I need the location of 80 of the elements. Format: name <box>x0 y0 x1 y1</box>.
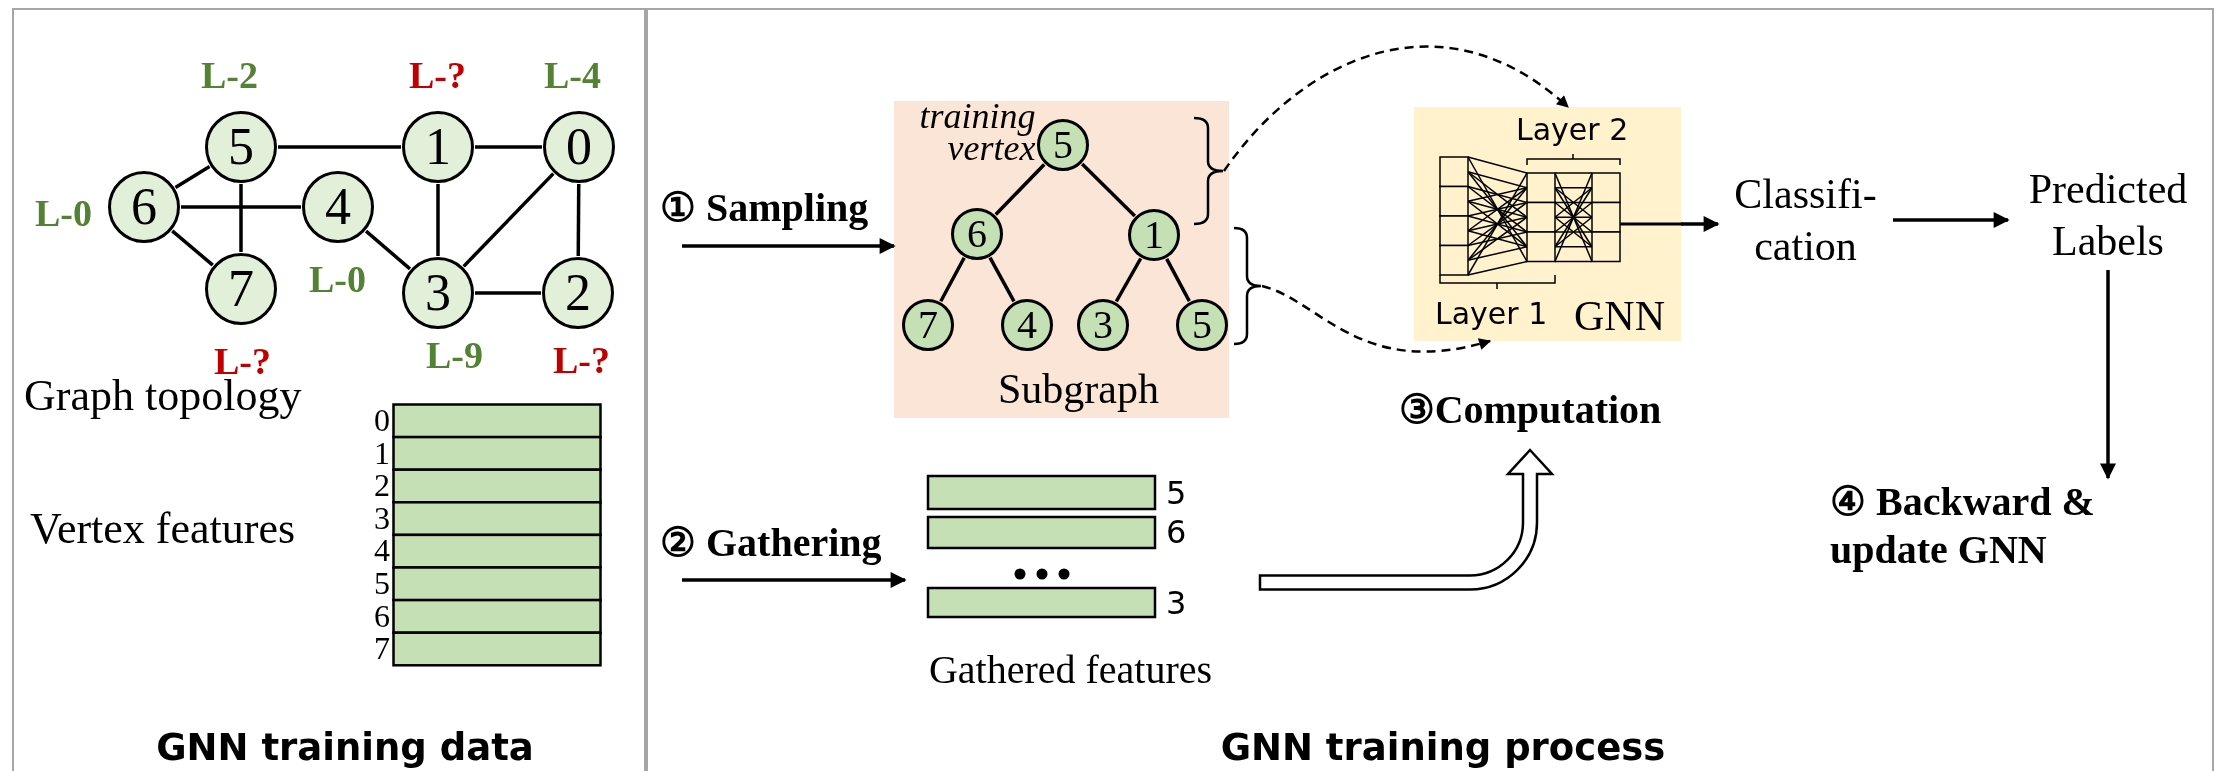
arrow <box>1893 212 2010 228</box>
vertex-id: 1 <box>425 121 451 173</box>
tree-vertex-circle <box>951 208 1003 260</box>
vertex-id: 5 <box>228 121 254 173</box>
connector-line <box>462 172 555 268</box>
vertex-label: L-9 <box>426 333 483 376</box>
vertex-id: 5 <box>1053 125 1073 165</box>
connector-line <box>994 163 1046 216</box>
connector-line <box>1080 162 1137 218</box>
vertex-id: 7 <box>918 305 938 345</box>
row-index: 6 <box>1166 515 1187 549</box>
vertex-label: L-4 <box>544 53 601 96</box>
arrow <box>1681 216 1720 232</box>
connector-line <box>181 205 301 209</box>
row-index: 5 <box>373 567 390 600</box>
vertex-label: L-0 <box>309 257 366 300</box>
vertex-label: L-? <box>409 53 466 96</box>
vertex-label: L-? <box>553 338 610 381</box>
caption-text: Vertex features <box>30 503 296 555</box>
connector-line <box>576 184 581 256</box>
vertex-label: L-2 <box>201 53 258 96</box>
step-text: Classifi- cation <box>1718 165 1893 275</box>
row-index: 5 <box>1166 476 1187 510</box>
tree-vertex-circle <box>1001 299 1053 351</box>
connector-line <box>475 145 542 149</box>
layer-label: Layer 1 <box>1435 297 1548 331</box>
row-index: 4 <box>373 534 390 567</box>
row-index: 7 <box>373 632 390 665</box>
connector-line <box>364 229 412 271</box>
connector-line <box>278 145 401 149</box>
vertex-id: 3 <box>425 267 451 319</box>
step-label: ③Computation <box>1370 382 1690 450</box>
vertex-id: 4 <box>325 181 351 233</box>
arrow <box>682 238 896 254</box>
tree-vertex-circle <box>902 299 954 351</box>
model-label: GNN <box>1574 293 1665 339</box>
row-index: 3 <box>1166 586 1187 620</box>
hollow-arrow <box>1258 448 1554 591</box>
row-index: 1 <box>373 436 390 470</box>
tree-vertex-circle <box>1176 299 1228 351</box>
vertex-id: 0 <box>566 121 592 173</box>
panel-title: GNN training process <box>1220 725 1666 771</box>
connector-line <box>171 229 214 267</box>
dashed-arrow <box>1223 45 1569 172</box>
row-index: 6 <box>373 599 390 633</box>
arrow <box>682 572 907 588</box>
connector-line <box>239 184 243 252</box>
step-text: Predicted Labels <box>2008 160 2208 270</box>
dashed-arrow <box>1261 284 1492 353</box>
connector-line <box>939 256 966 303</box>
region-label: Subgraph <box>998 365 1159 413</box>
curly-brace <box>1232 226 1262 346</box>
connector-line <box>1165 258 1191 302</box>
vertex-label: L-0 <box>35 191 92 234</box>
row-index: 0 <box>373 404 390 437</box>
connector-line <box>174 164 211 190</box>
connector-line <box>988 256 1016 303</box>
tree-vertex-circle <box>1077 299 1129 351</box>
vertex-id: 3 <box>1093 305 1113 345</box>
step-label: ④ Backward & update GNN <box>1830 478 2170 598</box>
vertex-id: 6 <box>967 214 987 254</box>
vertex-id: 4 <box>1017 305 1037 345</box>
connector-line <box>1114 257 1143 303</box>
caption-text: Gathered features <box>928 646 1213 694</box>
annotation-text: training vertex <box>918 100 1036 164</box>
arrow <box>2100 270 2116 480</box>
connector-line <box>475 291 541 295</box>
vertex-id: 6 <box>131 181 157 233</box>
panel-title: GNN training data <box>156 725 534 771</box>
vertex-id: 2 <box>565 267 591 319</box>
row-index: 2 <box>373 469 390 502</box>
curly-brace <box>1192 116 1224 226</box>
tree-vertex-circle <box>1128 209 1180 261</box>
subgraph-region <box>894 101 1229 418</box>
vertex-id: 1 <box>1144 215 1164 255</box>
vertex-id: 7 <box>228 263 254 315</box>
row-index: 3 <box>373 501 390 535</box>
vertex-id: 5 <box>1192 305 1212 345</box>
layer-label: Layer 2 <box>1516 113 1629 147</box>
connector-line <box>436 184 440 256</box>
